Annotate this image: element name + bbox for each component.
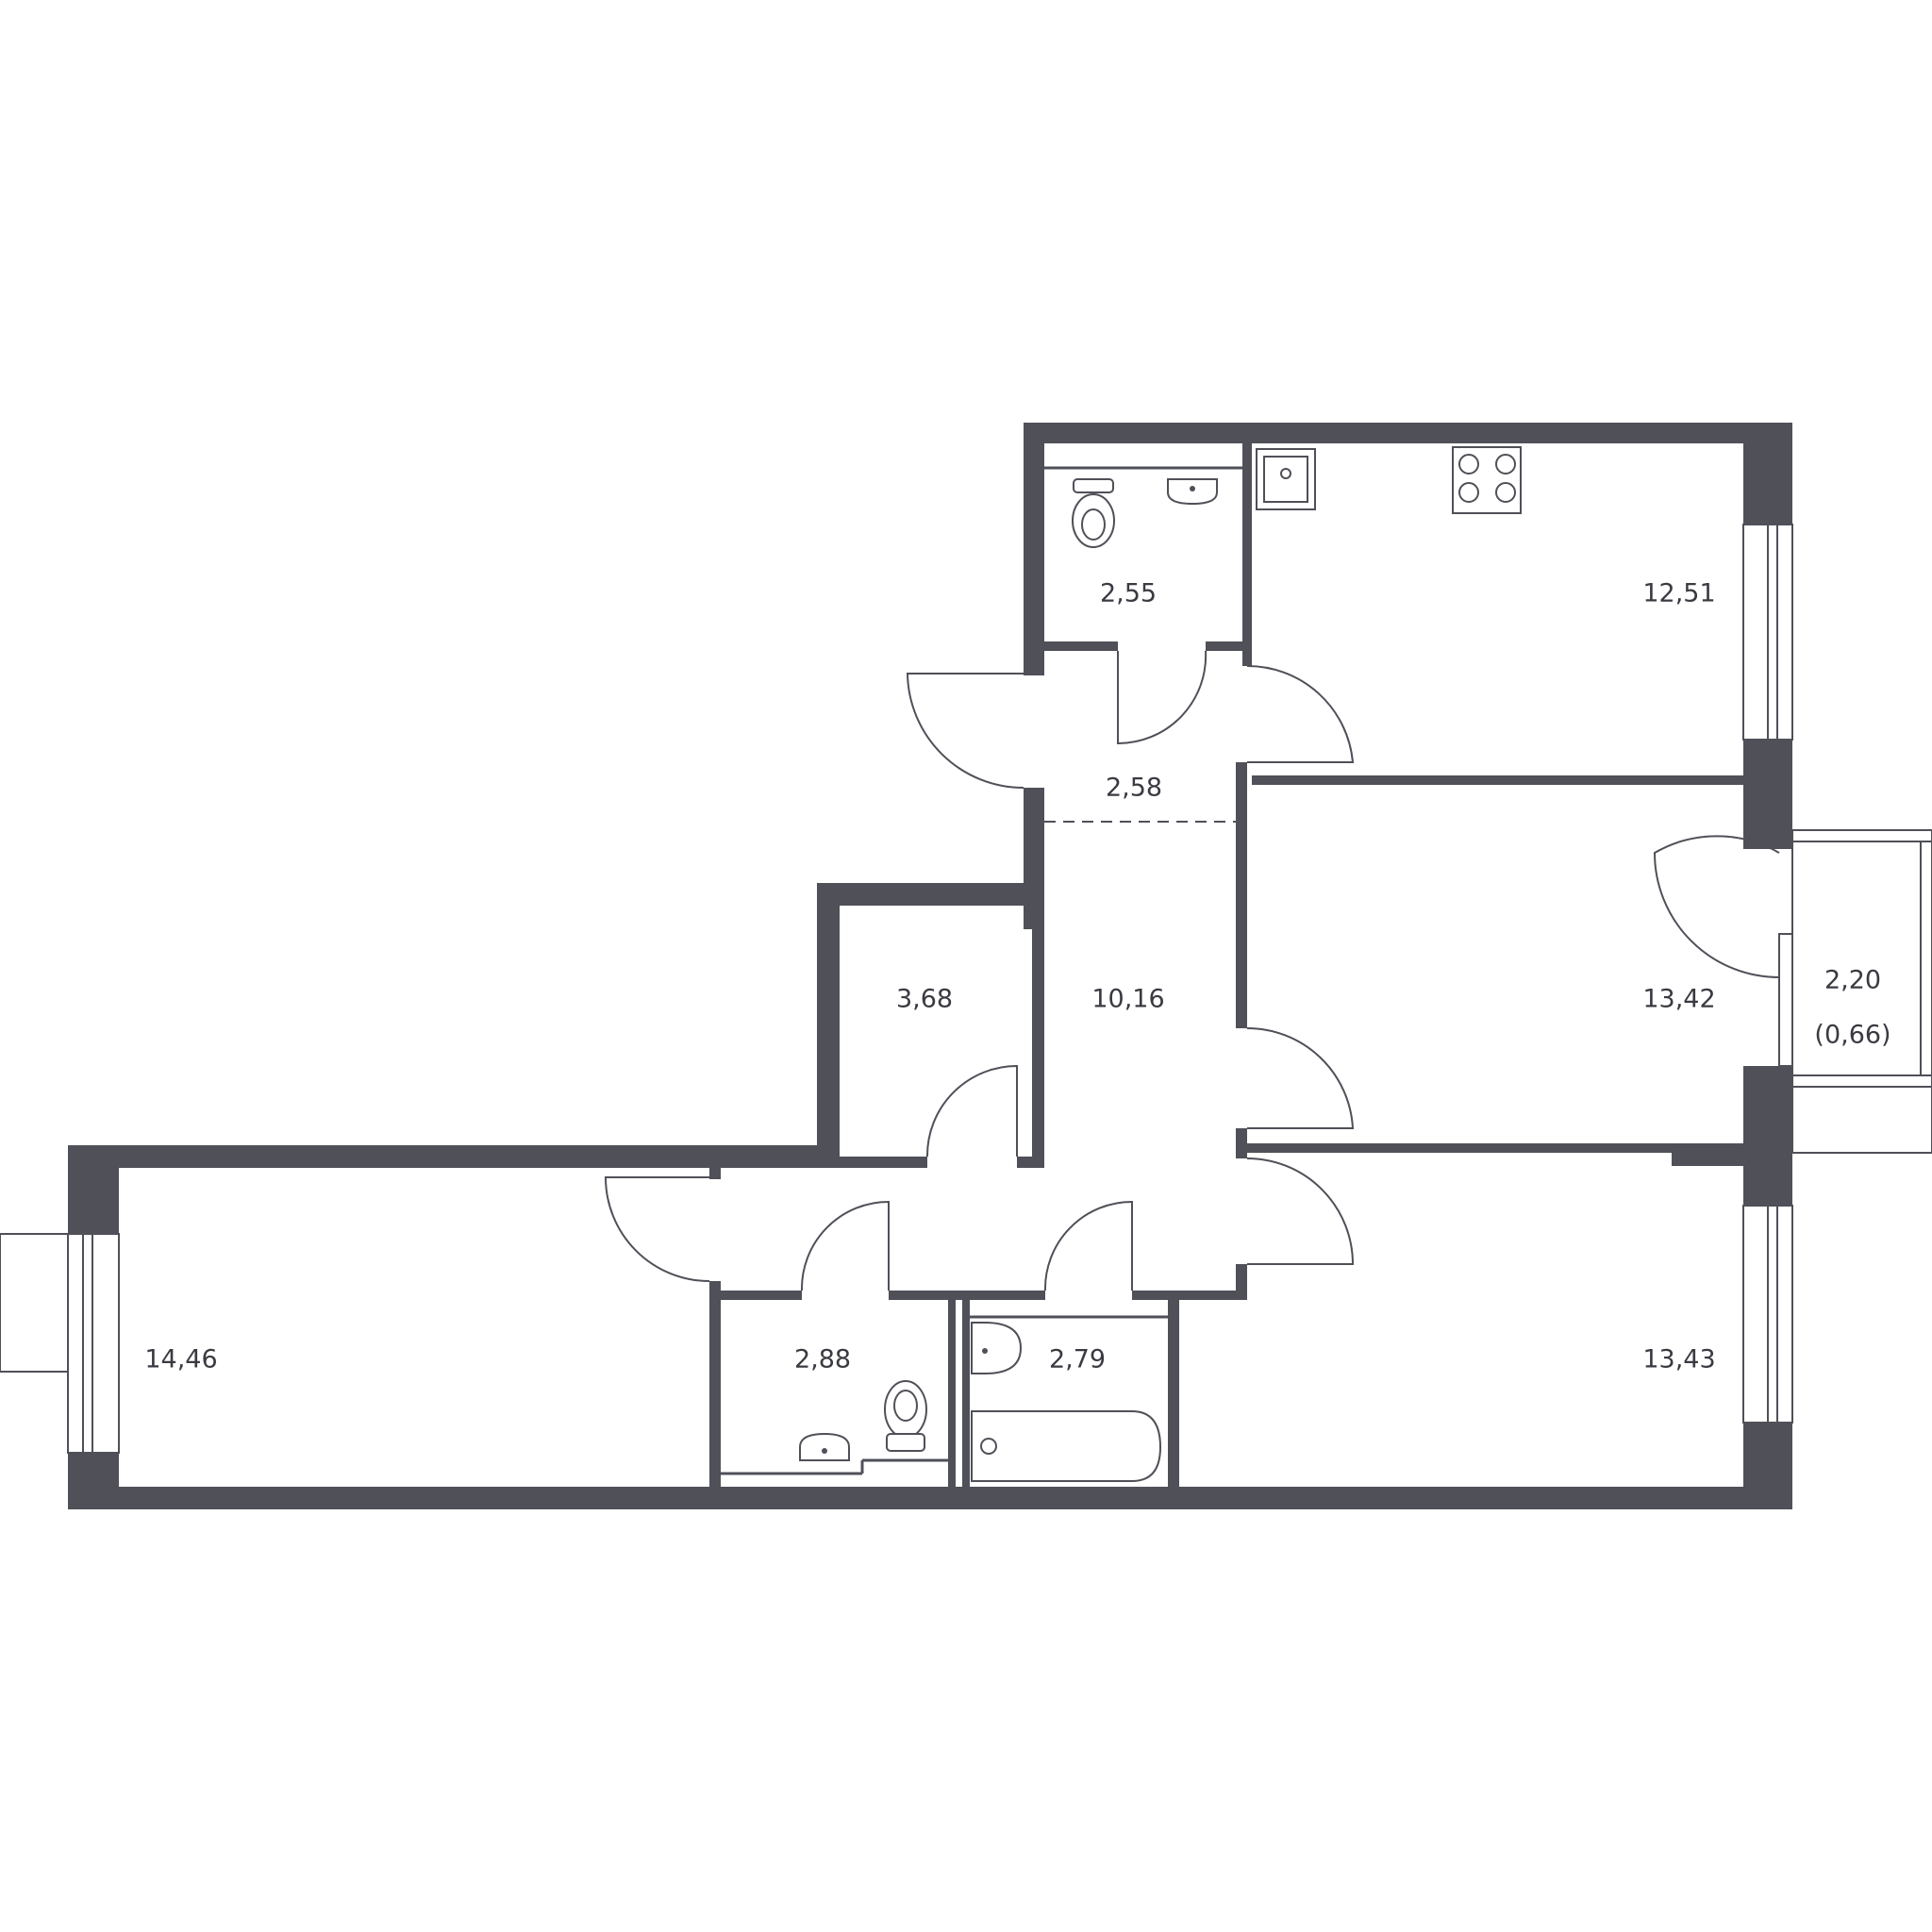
wall-wc2-bath-2 bbox=[962, 1300, 970, 1487]
windows bbox=[0, 524, 1793, 1454]
label-vestibule: 2,58 bbox=[1106, 774, 1162, 803]
doors bbox=[604, 650, 1780, 1291]
door-living bbox=[604, 1176, 710, 1282]
label-balcony-reduced: (0,66) bbox=[1814, 1021, 1890, 1050]
label-bedroom-right: 13,42 bbox=[1642, 985, 1715, 1014]
balcony-step bbox=[1791, 1086, 1932, 1154]
label-bedroom-bottom-right: 13,43 bbox=[1642, 1345, 1715, 1374]
wall-left-upper bbox=[68, 1145, 119, 1234]
wall-wc2-bath-1 bbox=[948, 1300, 956, 1487]
label-storage: 3,68 bbox=[896, 985, 953, 1014]
bathtub-icon bbox=[971, 1410, 1162, 1482]
interior-walls bbox=[709, 443, 1743, 1487]
balcony-door-frame bbox=[1778, 933, 1793, 1067]
wall-bedroom-bedroom bbox=[1247, 1143, 1672, 1153]
sink-bottom-icon bbox=[799, 1432, 850, 1461]
door-storage bbox=[925, 1064, 1018, 1158]
label-balcony-area: 2,20 bbox=[1824, 966, 1881, 995]
door-balcony bbox=[1653, 835, 1780, 978]
door-entrance bbox=[906, 673, 1024, 789]
wall-storage-left bbox=[817, 883, 840, 1168]
label-hall: 10,16 bbox=[1091, 985, 1164, 1014]
wall-bedroom-stub bbox=[1672, 1143, 1743, 1166]
label-living-left: 14,46 bbox=[144, 1345, 217, 1374]
stove-icon bbox=[1452, 446, 1522, 514]
sink-icon bbox=[1167, 478, 1218, 506]
toilet-icon bbox=[1072, 478, 1115, 548]
door-bath bbox=[1043, 1200, 1133, 1291]
wall-storage-top bbox=[817, 883, 1044, 906]
wall-left-wing-top bbox=[68, 1145, 817, 1168]
label-bathroom: 2,79 bbox=[1049, 1345, 1106, 1374]
wall-right-3 bbox=[1743, 1066, 1792, 1206]
wall-right-1 bbox=[1743, 423, 1792, 525]
label-kitchen: 12,51 bbox=[1642, 579, 1715, 608]
wall-bottom bbox=[68, 1487, 1792, 1509]
door-bedroom-bottom bbox=[1246, 1158, 1355, 1265]
wall-wc-left bbox=[1024, 423, 1044, 675]
wall-wc-kitchen bbox=[1242, 443, 1252, 666]
wall-bath-bedroom bbox=[1168, 1300, 1179, 1487]
wall-storage-bottom bbox=[840, 1157, 927, 1168]
wall-top bbox=[1024, 423, 1792, 443]
label-wc-bottom: 2,88 bbox=[794, 1345, 851, 1374]
exterior-walls bbox=[68, 423, 1792, 1509]
room-labels: 2,55 12,51 2,58 3,68 10,16 13,42 2,20 (0… bbox=[144, 579, 1890, 1374]
wall-hall-right-3 bbox=[1236, 1264, 1247, 1296]
window-sill-left bbox=[0, 1233, 69, 1373]
wall-right-2 bbox=[1743, 740, 1792, 849]
wall-wc-bottom-right bbox=[1206, 641, 1252, 651]
door-wc-bottom bbox=[800, 1200, 890, 1291]
door-bedroom-right bbox=[1246, 1026, 1355, 1129]
fixtures bbox=[799, 446, 1522, 1482]
door-wc-top bbox=[1117, 650, 1208, 745]
door-kitchen bbox=[1246, 664, 1355, 763]
wall-living-stub bbox=[709, 1168, 721, 1179]
thin-lines bbox=[721, 466, 1242, 1475]
kitchen-sink-icon bbox=[1256, 448, 1316, 510]
wall-kitchen-bedroom bbox=[1252, 775, 1743, 785]
wall-wc2-left bbox=[709, 1281, 721, 1487]
balcony bbox=[1778, 829, 1932, 1154]
wall-hall-right-2 bbox=[1236, 1128, 1247, 1158]
wall-storage-bottom-2 bbox=[1017, 1157, 1044, 1168]
toilet-bottom-icon bbox=[884, 1380, 927, 1452]
wall-bath-top-right bbox=[1132, 1291, 1247, 1300]
bath-sink-icon bbox=[971, 1322, 1023, 1374]
wall-wc2-top-right bbox=[889, 1291, 1045, 1300]
label-wc-top: 2,55 bbox=[1100, 579, 1157, 608]
wall-hall-right-1 bbox=[1236, 762, 1247, 1028]
wall-wc2-top-left bbox=[721, 1291, 802, 1300]
wall-storage-hall bbox=[1032, 906, 1044, 1160]
wall-right-4 bbox=[1743, 1423, 1792, 1509]
wall-wc-bottom-left bbox=[1044, 641, 1118, 651]
